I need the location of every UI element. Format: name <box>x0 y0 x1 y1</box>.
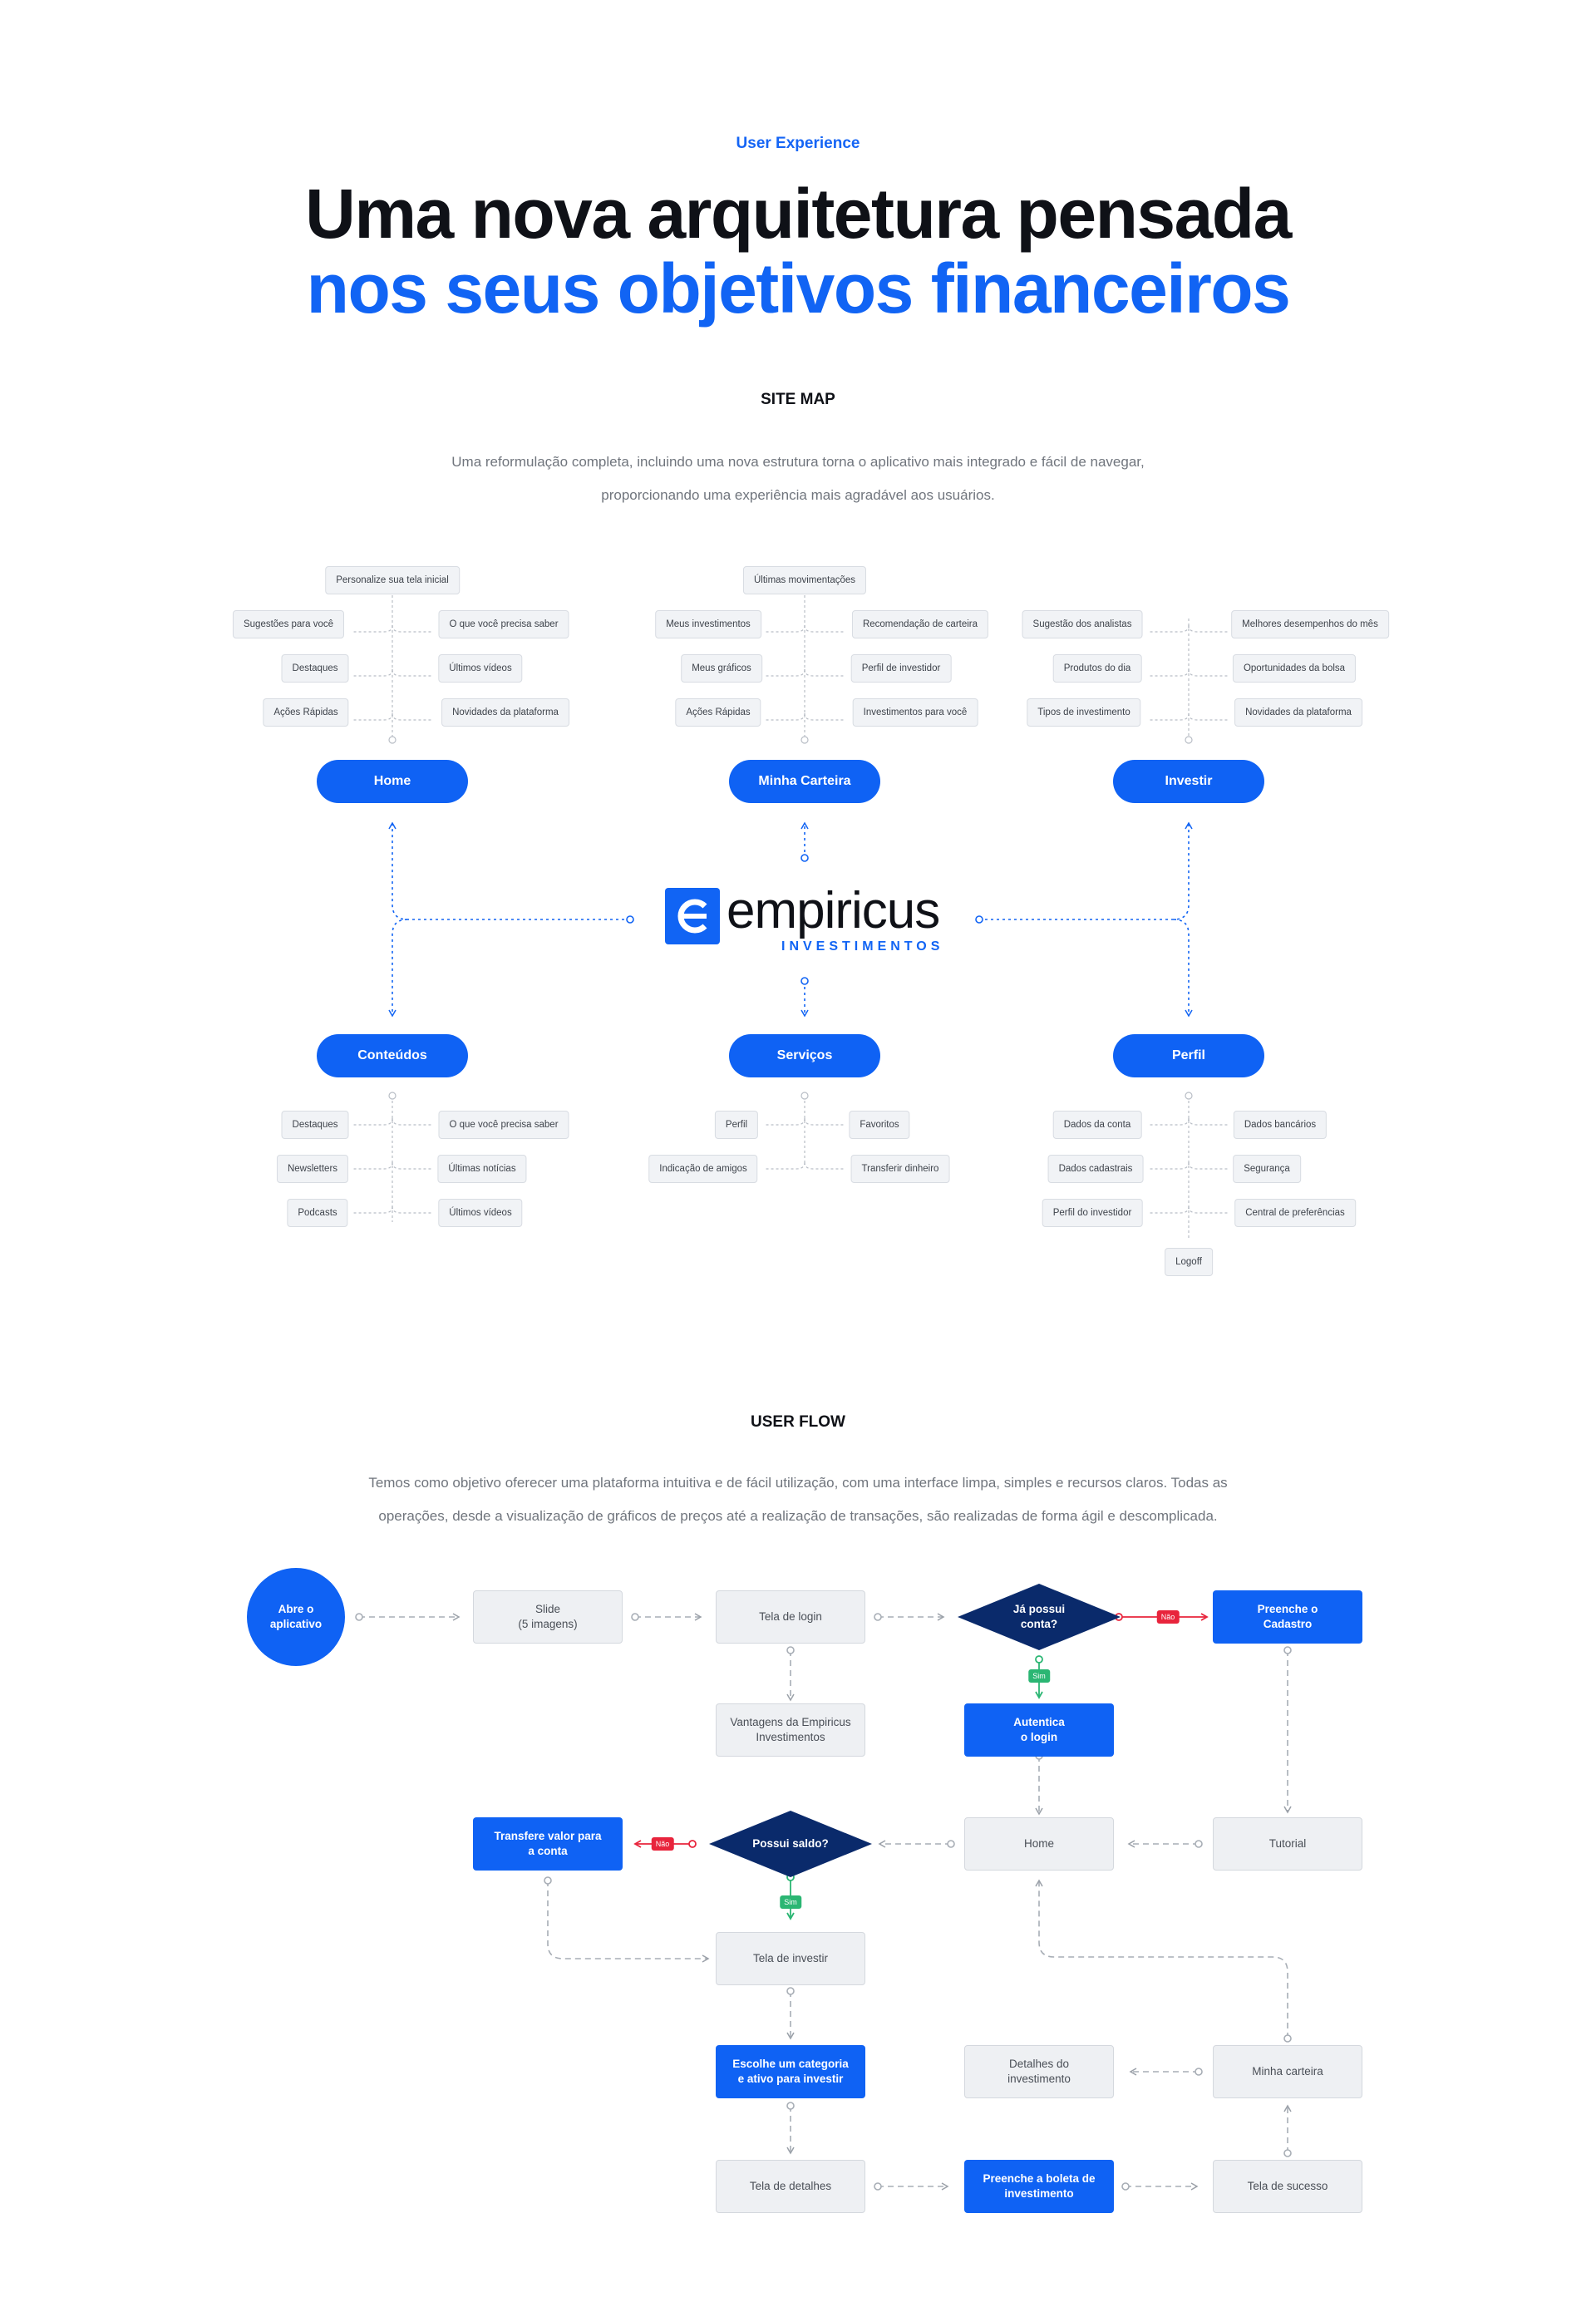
leaf-conteudos-left-2[interactable]: Newsletters <box>276 1155 349 1183</box>
flow-details-screen[interactable]: Tela de detalhes <box>716 2160 865 2213</box>
flow-invest-screen[interactable]: Tela de investir <box>716 1932 865 1985</box>
flow-has-account-label: Já possui conta? <box>1012 1603 1066 1630</box>
leaf-investir-right-2[interactable]: Oportunidades da bolsa <box>1232 654 1357 683</box>
leaf-conteudos-right-1[interactable]: O que você precisa saber <box>438 1111 569 1139</box>
leaf-investir-left-2[interactable]: Produtos do dia <box>1052 654 1142 683</box>
leaf-carteira-right-1[interactable]: Recomendação de carteira <box>851 610 989 638</box>
sitemap-node-perfil[interactable]: Perfil <box>1113 1034 1264 1077</box>
sitemap-grey-connectors <box>353 585 1229 1240</box>
leaf-perfil-right-1[interactable]: Dados bancários <box>1233 1111 1328 1139</box>
leaf-home-right-3[interactable]: Novidades da plataforma <box>441 698 569 727</box>
logo-wordmark: empiricus <box>727 882 940 939</box>
leaf-carteira-left-1[interactable]: Meus investimentos <box>655 610 761 638</box>
userflow-connectors <box>359 1613 1292 2191</box>
flow-investment-details[interactable]: Detalhes do investimento <box>964 2045 1114 2098</box>
leaf-carteira-right-3[interactable]: Investimentos para você <box>852 698 978 727</box>
flow-yes-tag-1: Sim <box>1028 1669 1050 1683</box>
sitemap-title: SITE MAP <box>761 391 835 408</box>
flow-home[interactable]: Home <box>964 1817 1114 1871</box>
leaf-perfil-right-3[interactable]: Central de preferências <box>1234 1199 1356 1227</box>
flow-success-screen[interactable]: Tela de sucesso <box>1213 2160 1362 2213</box>
leaf-servicos-right-2[interactable]: Transferir dinheiro <box>850 1155 950 1183</box>
leaf-servicos-left-2[interactable]: Indicação de amigos <box>648 1155 758 1183</box>
leaf-home-right-1[interactable]: O que você precisa saber <box>438 610 569 638</box>
flow-yes-tag-2: Sim <box>780 1895 801 1909</box>
sitemap-desc-line-2: proporcionando uma experiência mais agra… <box>601 487 995 503</box>
flow-fill-ticket[interactable]: Preenche a boleta de investimento <box>964 2160 1114 2213</box>
sitemap-node-conteudos[interactable]: Conteúdos <box>317 1034 468 1077</box>
empiricus-logo-mark-icon <box>665 888 720 944</box>
flow-has-balance-label: Possui saldo? <box>752 1837 829 1850</box>
headline-line-1: Uma nova arquitetura pensada <box>305 175 1292 253</box>
leaf-investir-right-1[interactable]: Melhores desempenhos do mês <box>1231 610 1389 638</box>
leaf-servicos-right-1[interactable]: Favoritos <box>849 1111 910 1139</box>
leaf-perfil-left-2[interactable]: Dados cadastrais <box>1047 1155 1144 1183</box>
sitemap-desc-line-1: Uma reformulação completa, incluindo uma… <box>451 454 1145 470</box>
leaf-servicos-left-1[interactable]: Perfil <box>714 1111 759 1139</box>
flow-tutorial[interactable]: Tutorial <box>1213 1817 1362 1871</box>
leaf-perfil-logoff[interactable]: Logoff <box>1165 1248 1213 1276</box>
flow-start-open-app[interactable]: Abre o aplicativo <box>247 1568 345 1666</box>
leaf-carteira-left-2[interactable]: Meus gráficos <box>681 654 762 683</box>
leaf-investir-right-3[interactable]: Novidades da plataforma <box>1234 698 1362 727</box>
sitemap-node-home[interactable]: Home <box>317 760 468 803</box>
headline-line-2: nos seus objetivos financeiros <box>306 249 1291 328</box>
userflow-title: USER FLOW <box>751 1413 845 1431</box>
has-account-diamond <box>958 1584 1121 1650</box>
leaf-conteudos-right-2[interactable]: Últimas notícias <box>437 1155 527 1183</box>
sitemap-node-servicos[interactable]: Serviços <box>729 1034 880 1077</box>
leaf-conteudos-left-1[interactable]: Destaques <box>281 1111 349 1139</box>
leaf-perfil-left-1[interactable]: Dados da conta <box>1052 1111 1142 1139</box>
leaf-home-left-3[interactable]: Ações Rápidas <box>263 698 349 727</box>
userflow-desc-line-2: operações, desde a visualização de gráfi… <box>378 1508 1218 1524</box>
leaf-investir-left-3[interactable]: Tipos de investimento <box>1027 698 1141 727</box>
flow-choose-asset[interactable]: Escolhe um categoria e ativo para invest… <box>716 2045 865 2098</box>
flow-no-tag-1: Não <box>1156 1610 1180 1624</box>
flow-no-tag-2: Não <box>651 1837 674 1851</box>
sitemap-node-minha-carteira[interactable]: Minha Carteira <box>729 760 880 803</box>
eyebrow-label: User Experience <box>736 135 860 152</box>
sitemap-node-investir[interactable]: Investir <box>1113 760 1264 803</box>
leaf-carteira-top[interactable]: Últimas movimentações <box>742 566 867 594</box>
flow-slide[interactable]: Slide (5 imagens) <box>473 1590 623 1644</box>
flow-signup[interactable]: Preenche o Cadastro <box>1213 1590 1362 1644</box>
leaf-carteira-left-3[interactable]: Ações Rápidas <box>675 698 761 727</box>
leaf-perfil-right-2[interactable]: Segurança <box>1233 1155 1301 1183</box>
leaf-home-left-2[interactable]: Destaques <box>281 654 349 683</box>
flow-authenticate[interactable]: Autentica o login <box>964 1703 1114 1757</box>
leaf-conteudos-left-3[interactable]: Podcasts <box>287 1199 348 1227</box>
flow-transfer[interactable]: Transfere valor para a conta <box>473 1817 623 1871</box>
leaf-carteira-right-2[interactable]: Perfil de investidor <box>850 654 952 683</box>
empiricus-logo: empiricus INVESTIMENTOS <box>665 882 948 961</box>
leaf-home-personalize[interactable]: Personalize sua tela inicial <box>325 566 460 594</box>
sitemap-blue-connectors <box>388 821 1193 1018</box>
leaf-home-left-1[interactable]: Sugestões para você <box>232 610 345 638</box>
leaf-perfil-left-3[interactable]: Perfil do investidor <box>1042 1199 1143 1227</box>
leaf-home-right-2[interactable]: Últimos vídeos <box>438 654 523 683</box>
logo-subtitle: INVESTIMENTOS <box>781 939 944 954</box>
has-balance-diamond <box>709 1811 872 1877</box>
flow-advantages[interactable]: Vantagens da Empiricus Investimentos <box>716 1703 865 1757</box>
leaf-conteudos-right-3[interactable]: Últimos vídeos <box>438 1199 523 1227</box>
userflow-desc-line-1: Temos como objetivo oferecer uma platafo… <box>368 1475 1228 1491</box>
flow-my-wallet[interactable]: Minha carteira <box>1213 2045 1362 2098</box>
leaf-investir-left-1[interactable]: Sugestão dos analistas <box>1022 610 1143 638</box>
flow-login-screen[interactable]: Tela de login <box>716 1590 865 1644</box>
